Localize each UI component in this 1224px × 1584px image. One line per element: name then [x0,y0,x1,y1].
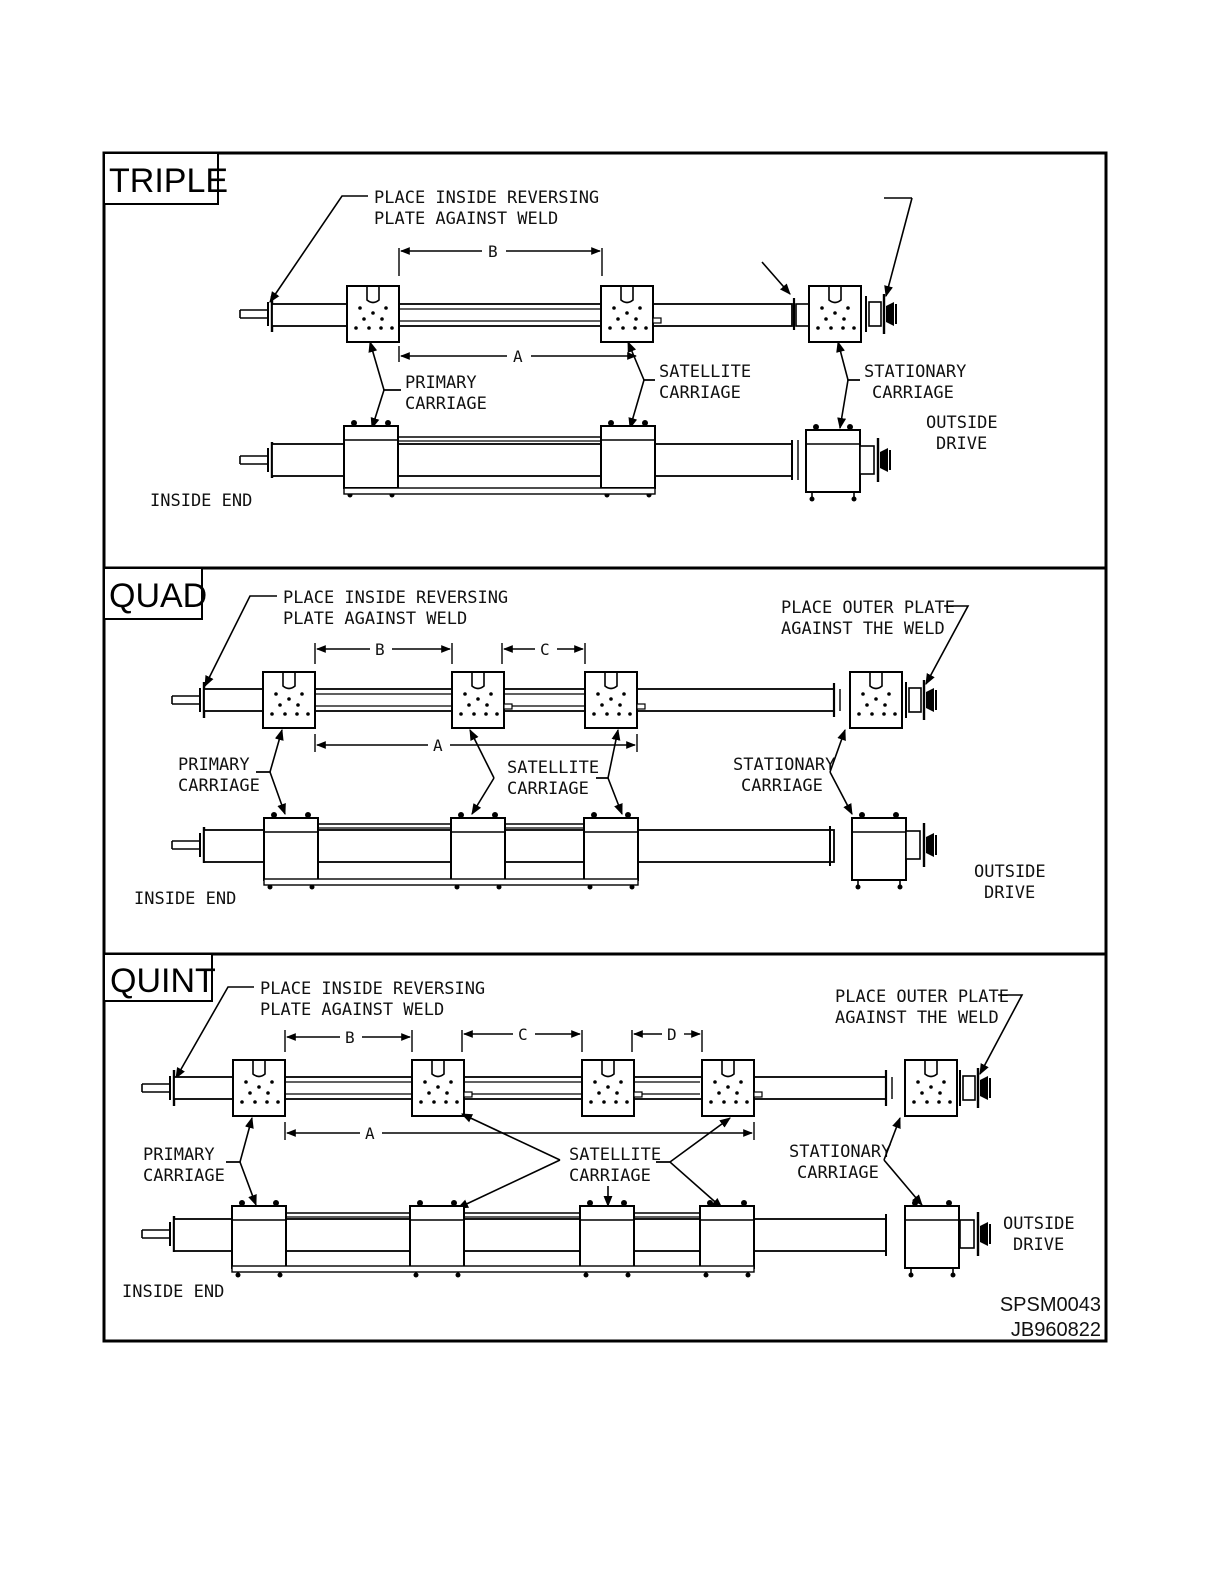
dimension-a-label: A [433,736,443,755]
primary-carriage-label-line2: CARRIAGE [143,1166,225,1186]
outside-drive-top [864,292,898,336]
panel-title: QUAD [109,577,207,615]
side-view-assembly [140,1199,992,1279]
inside-plate-note-line2: PLATE AGAINST WELD [374,209,558,229]
outside-drive-label-line2: DRIVE [984,883,1035,903]
primary-carriage-label-line1: PRIMARY [178,755,250,775]
satellite-carriage-label-line2: CARRIAGE [569,1166,651,1186]
stationary-carriage-top [849,671,903,729]
stationary-carriage-label-line2: CARRIAGE [797,1163,879,1183]
stationary-carriage-label-line1: STATIONARY [789,1142,891,1162]
satellite-carriage-side [583,811,639,891]
side-view-assembly [238,419,892,503]
satellite-carriage-side [600,419,656,499]
stationary-carriage-top [808,285,862,343]
leader-line [269,195,368,303]
satellite-carriage-label-line1: SATELLITE [659,362,751,382]
stationary-carriage-side [851,811,907,891]
outside-drive-label-line1: OUTSIDE [974,862,1046,882]
side-view-assembly [170,811,938,891]
satellite-carriage-side [450,811,506,891]
outer-plate-note-line2: AGAINST THE WELD [781,619,945,639]
outside-drive-side [904,821,938,869]
outside-drive-label-line1: OUTSIDE [926,413,998,433]
drawing-number: SPSM0043 [1000,1294,1101,1316]
primary-carriage-top [262,671,316,729]
dimension-b-label: B [345,1028,355,1047]
primary-carriage-top [232,1059,286,1117]
inside-end-label: INSIDE END [150,491,252,511]
stationary-carriage-label-line2: CARRIAGE [872,383,954,403]
dimension-d-label: D [667,1025,677,1044]
stationary-carriage-label-line2: CARRIAGE [741,776,823,796]
panel-triple: TRIPLE PLACE INSIDE REVERSING PLATE AGAI… [103,152,998,511]
satellite-carriage-top [600,285,654,343]
outside-drive-side [858,436,892,484]
inside-plate-note-line2: PLATE AGAINST WELD [260,1000,444,1020]
outer-plate-note-line1: PLACE OUTER PLATE [835,987,1009,1007]
outside-drive-label-line2: DRIVE [936,434,987,454]
panel-quad: QUAD PLACE INSIDE REVERSING PLATE AGAINS… [103,567,1046,909]
dimension-a-label: A [513,347,523,366]
satellite-carriage-label-line1: SATELLITE [507,758,599,778]
outer-plate-note-line1: PLACE OUTER PLATE [781,598,955,618]
panel-title: QUINT [110,962,216,1000]
inside-plate-note-line1: PLACE INSIDE REVERSING [260,979,485,999]
top-view-assembly [238,285,898,343]
primary-carriage-top [346,285,400,343]
outside-drive-side [958,1210,992,1258]
dimension-c-label: C [540,640,550,659]
satellite-carriage-top [701,1059,755,1117]
dimension-c-label: C [518,1025,528,1044]
dimension-b-label: B [375,640,385,659]
stationary-carriage-label-line1: STATIONARY [864,362,966,382]
primary-carriage-side [263,811,319,891]
satellite-carriage-top [584,671,638,729]
top-view-assembly [140,1059,992,1117]
satellite-carriage-label-line1: SATELLITE [569,1145,661,1165]
primary-carriage-label-line2: CARRIAGE [405,394,487,414]
satellite-carriage-top [451,671,505,729]
outside-drive-label-line2: DRIVE [1013,1235,1064,1255]
stationary-carriage-top [904,1059,958,1117]
outside-drive-label-line1: OUTSIDE [1003,1214,1075,1234]
stationary-carriage-side [805,423,861,503]
outside-drive-top [904,678,938,722]
satellite-carriage-top [581,1059,635,1117]
satellite-carriage-top [411,1059,465,1117]
primary-carriage-label-line1: PRIMARY [143,1145,215,1165]
inside-end-label: INSIDE END [122,1282,224,1302]
top-view-assembly [170,671,938,729]
stationary-carriage-side [904,1199,960,1279]
inside-plate-note-line2: PLATE AGAINST WELD [283,609,467,629]
primary-carriage-label-line1: PRIMARY [405,373,477,393]
primary-carriage-label-line2: CARRIAGE [178,776,260,796]
stationary-carriage-label-line1: STATIONARY [733,755,835,775]
outside-drive-top [958,1066,992,1110]
inside-plate-note-line1: PLACE INSIDE REVERSING [374,188,599,208]
dimension-a-label: A [365,1124,375,1143]
drawing-date-code: JB960822 [1011,1319,1101,1341]
satellite-carriage-label-line2: CARRIAGE [507,779,589,799]
panel-quint: QUINT PLACE INSIDE REVERSING PLATE AGAIN… [103,953,1101,1341]
dimension-b-label: B [488,242,498,261]
primary-carriage-side [343,419,399,499]
panel-title: TRIPLE [109,162,228,200]
outer-plate-note-line2: AGAINST THE WELD [835,1008,999,1028]
inside-end-label: INSIDE END [134,889,236,909]
inside-plate-note-line1: PLACE INSIDE REVERSING [283,588,508,608]
satellite-carriage-label-line2: CARRIAGE [659,383,741,403]
